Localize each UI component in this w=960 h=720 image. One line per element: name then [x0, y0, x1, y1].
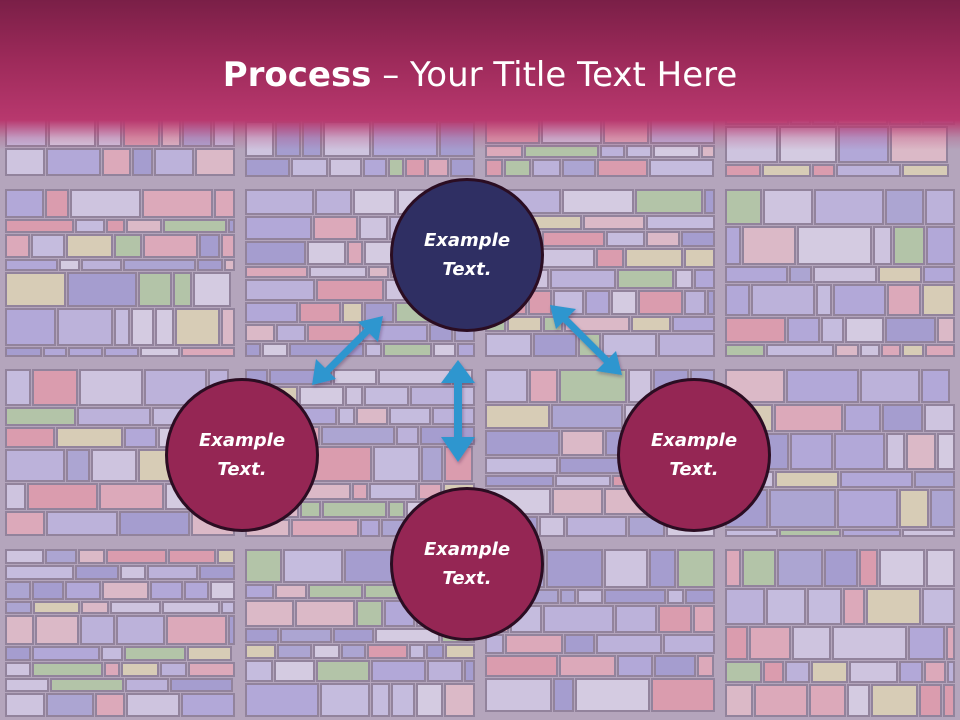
- process-node-right[interactable]: Example Text.: [617, 378, 771, 532]
- double-arrow-top-right: [550, 305, 622, 375]
- slide-title[interactable]: Process – Your Title Text Here: [0, 52, 960, 98]
- double-arrow-vertical: [441, 360, 475, 462]
- title-bar: [0, 0, 960, 150]
- process-node-left[interactable]: Example Text.: [165, 378, 319, 532]
- title-rest: – Your Title Text Here: [371, 55, 738, 95]
- node-right-line1: Example: [650, 430, 738, 451]
- node-top-line2: Text.: [442, 259, 492, 280]
- node-bottom-line2: Text.: [442, 568, 492, 589]
- process-node-bottom[interactable]: Example Text.: [390, 487, 544, 641]
- title-bold: Process: [222, 55, 372, 95]
- node-right-line2: Text.: [669, 459, 719, 480]
- double-arrow-top-left: [312, 316, 383, 385]
- node-bottom-line1: Example: [423, 539, 511, 560]
- node-top-line1: Example: [423, 230, 511, 251]
- process-node-top[interactable]: Example Text.: [390, 178, 544, 332]
- node-left-line2: Text.: [217, 459, 267, 480]
- node-left-line1: Example: [198, 430, 286, 451]
